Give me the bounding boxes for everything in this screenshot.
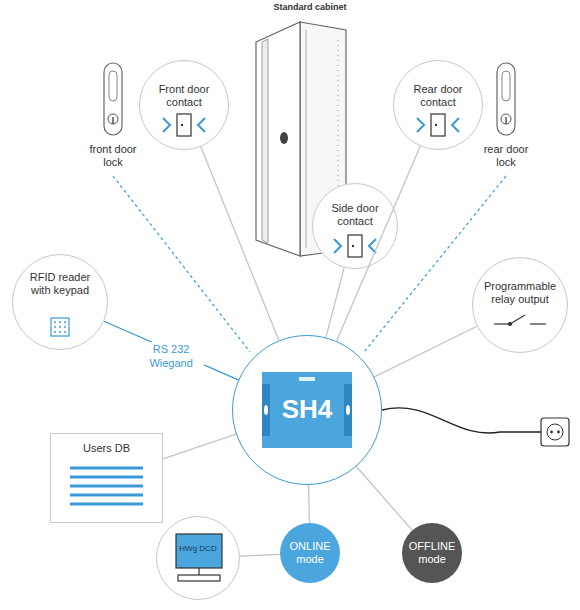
device-tab: [344, 384, 352, 436]
database-rows: [70, 468, 143, 504]
device-body: [262, 372, 352, 448]
socket-plate: [541, 418, 569, 446]
lock-handle: [109, 71, 117, 101]
keypad-key: [54, 331, 56, 333]
keypad-frame: [51, 318, 69, 336]
connector-line: [374, 326, 477, 377]
keyboard: [178, 575, 220, 581]
lock-wire: [364, 176, 506, 352]
db-row: [70, 494, 143, 497]
db-row: [70, 476, 143, 479]
switch-pivot: [509, 323, 512, 326]
monitor-stand: [198, 568, 199, 575]
socket-pin: [550, 431, 553, 434]
connector-line: [163, 434, 236, 459]
node-text: SH4: [282, 394, 333, 425]
connector-line: [326, 268, 344, 338]
keypad-key: [59, 321, 61, 323]
rfid-reader-circle: RFID reader with keypad: [12, 254, 108, 350]
node-text: ONLINE mode: [283, 540, 337, 566]
logo-mark: [299, 377, 315, 381]
connector-line: [201, 147, 279, 341]
front-door-lock-symbol: [104, 63, 122, 135]
door-contact-circle: Front door contact: [139, 60, 229, 150]
power-socket: [541, 418, 569, 446]
mount-hole: [346, 405, 350, 415]
switch-lever: [510, 315, 525, 324]
keypad-keys: [54, 321, 66, 333]
db-row: [70, 485, 143, 488]
keyhole: [112, 117, 114, 124]
database-box: Users DB: [50, 433, 163, 523]
keypad-key: [64, 326, 66, 328]
keypad-key: [64, 321, 66, 323]
door-contact-symbol: [163, 114, 205, 136]
power-cable: [382, 408, 541, 433]
node-text: Side door contact: [320, 202, 390, 228]
node-text: Users DB: [83, 442, 130, 455]
edge-label: RS 232 Wiegand: [138, 342, 204, 370]
lock-cylinder: [108, 114, 118, 124]
keyhole: [505, 117, 507, 124]
door-contact-symbol: [417, 114, 459, 136]
node-text: Rear door contact: [402, 83, 474, 109]
keypad-key: [54, 326, 56, 328]
lock-label: rear door lock: [475, 143, 537, 169]
socket-ring: [547, 424, 563, 440]
connector-line: [104, 321, 238, 380]
online-mode-circle: ONLINE mode: [280, 523, 340, 583]
switch-lead: [494, 323, 510, 324]
db-row: [70, 467, 143, 470]
monitoring-software-circle: HWg DCD: [156, 516, 240, 600]
lock-handle: [502, 71, 510, 101]
lock-body: [497, 63, 515, 135]
sh4-device: [262, 372, 352, 448]
keypad-key: [59, 326, 61, 328]
cabinet-label: Standard cabinet: [250, 2, 370, 13]
door-contact-symbol: [334, 235, 376, 257]
door-contact-circle: Rear door contact: [393, 60, 483, 150]
cabinet-door: [256, 22, 300, 256]
connector-line: [337, 146, 421, 341]
keypad-key: [54, 321, 56, 323]
keypad-key: [59, 331, 61, 333]
keypad-key: [64, 331, 66, 333]
connector-line: [240, 554, 280, 556]
door-contact-circle: Side door contact: [312, 183, 398, 269]
node-text: OFFLINE mode: [405, 540, 459, 566]
cabinet-frame: [306, 30, 307, 248]
offline-mode-circle: OFFLINE mode: [402, 523, 462, 583]
door-edge: [262, 39, 268, 243]
node-text: Front door contact: [148, 83, 220, 109]
lock-cylinder: [501, 114, 511, 124]
lock-wire: [113, 176, 250, 352]
controller-circle: SH4: [232, 335, 382, 485]
relay-switch-symbol: [494, 315, 546, 326]
circle-ground: [312, 183, 398, 269]
door-handle: [280, 132, 288, 144]
switch-lead: [530, 323, 546, 324]
computer-symbol: [176, 534, 222, 581]
lock-body: [104, 63, 122, 135]
device-tab: [262, 384, 270, 436]
connector-line: [308, 485, 310, 523]
monitor-screen: [176, 534, 222, 568]
node-text: Programmable relay output: [480, 280, 560, 306]
connector-line: [356, 466, 412, 530]
socket-pin: [557, 431, 560, 434]
lock-label: front door lock: [82, 143, 144, 169]
relay-output-circle: Programmable relay output: [472, 257, 568, 353]
rear-door-lock-symbol: [497, 63, 515, 135]
db-row: [70, 503, 143, 506]
mount-hole: [264, 405, 268, 415]
keypad-symbol: [51, 318, 69, 336]
node-text: HWg DCD: [179, 544, 216, 554]
node-text: RFID reader with keypad: [27, 271, 93, 297]
